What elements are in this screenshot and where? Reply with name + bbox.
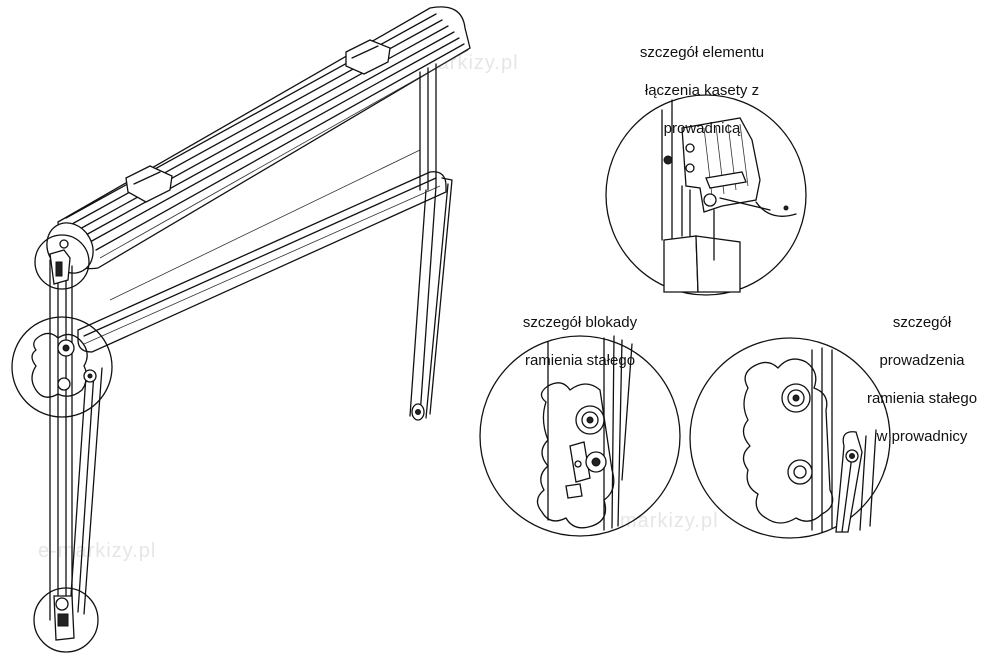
detail-circle-cassette-joint (605, 94, 807, 296)
caption-arm-guide-line-1: szczegół (892, 314, 952, 331)
detail-circle-arm-lock (479, 335, 681, 537)
caption-cassette-joint-line-1: szczegół elementu (639, 44, 765, 61)
caption-arm-lock-line-1: szczegół blokady (522, 314, 638, 331)
caption-cassette-joint-line-2: łączenia kasety z (644, 82, 760, 99)
caption-arm-guide: szczegół prowadzenia ramienia stałego w … (852, 294, 992, 465)
roller-tube (77, 149, 447, 353)
caption-arm-guide-line-3: ramienia stałego (866, 390, 978, 407)
caption-cassette-joint: szczegół elementu łączenia kasety z prow… (612, 24, 792, 157)
left-guide-rail (49, 259, 103, 621)
marker-circle-bottom (33, 587, 99, 653)
marker-circle-middle (11, 316, 113, 418)
watermark-bottom: markizy.pl (620, 510, 719, 532)
detail-circle-arm-guide (689, 337, 891, 539)
caption-cassette-joint-line-3: prowadnicą (663, 120, 741, 137)
cassette-housing (46, 6, 471, 274)
right-guide-rail (409, 63, 453, 421)
caption-arm-guide-line-2: prowadzenia (879, 352, 965, 369)
marker-circle-top (34, 234, 90, 290)
caption-arm-lock-line-2: ramienia stałego (524, 352, 636, 369)
caption-arm-guide-line-4: w prowadnicy (876, 428, 968, 445)
watermark-left: e-markizy.pl (38, 540, 157, 562)
caption-arm-lock: szczegół blokady ramienia stałego (500, 294, 660, 389)
